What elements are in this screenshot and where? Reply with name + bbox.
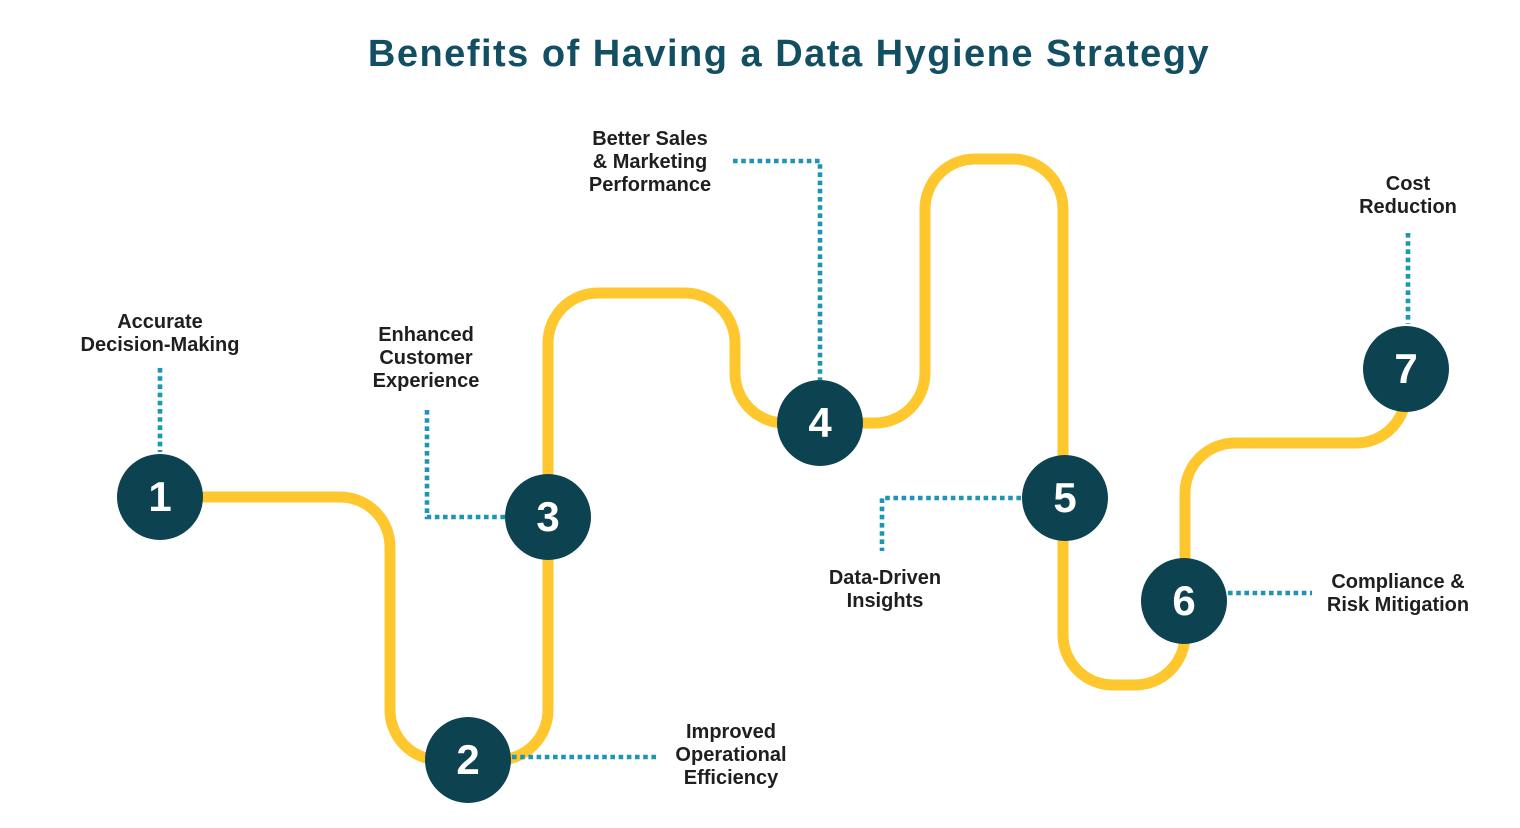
step-label-6-line-2: Risk Mitigation <box>1326 594 1470 616</box>
step-label-5-line-1: Data-Driven <box>828 567 942 589</box>
step-circle-5: 5 <box>1022 455 1108 541</box>
step-label-1: Accurate Decision-Making <box>81 311 240 357</box>
step-label-3-line-1: Enhanced <box>378 324 474 346</box>
journey-path <box>160 153 1412 766</box>
step-label-6-line-1: Compliance & <box>1331 571 1465 593</box>
step-label-7-line-2: Reduction <box>1359 196 1457 218</box>
step-circle-4: 4 <box>777 380 863 466</box>
step-circle-1: 1 <box>117 454 203 540</box>
step-label-2-line-3: Efficiency <box>683 767 779 789</box>
step-circle-7: 7 <box>1363 326 1449 412</box>
connector-line-5 <box>879 495 1021 551</box>
step-label-4: Better Sales & Marketing Performance <box>589 128 711 197</box>
step-label-1-line-2: Decision-Making <box>80 334 240 356</box>
step-label-7: Cost Reduction <box>1359 173 1457 219</box>
step-label-3: Enhanced Customer Experience <box>373 324 480 393</box>
step-label-3-line-2: Customer <box>379 347 473 369</box>
step-circle-3: 3 <box>505 474 591 560</box>
step-label-7-line-1: Cost <box>1385 173 1431 195</box>
step-label-4-line-3: Performance <box>588 174 712 196</box>
step-label-2-line-1: Improved <box>685 721 777 743</box>
page-title: Benefits of Having a Data Hygiene Strate… <box>367 33 1211 75</box>
step-label-2: Improved Operational Efficiency <box>675 721 786 790</box>
step-label-4-line-2: & Marketing <box>592 151 708 173</box>
step-label-2-line-2: Operational <box>675 744 787 766</box>
step-label-6: Compliance & Risk Mitigation <box>1327 571 1469 617</box>
connector-line-4 <box>733 158 823 380</box>
step-label-4-line-1: Better Sales <box>592 128 708 150</box>
step-circle-2: 2 <box>425 717 511 803</box>
connector-line-3 <box>424 408 505 520</box>
step-label-5-line-2: Insights <box>846 590 924 612</box>
step-circle-6: 6 <box>1141 558 1227 644</box>
step-label-1-line-1: Accurate <box>117 311 203 333</box>
step-label-3-line-3: Experience <box>372 370 480 392</box>
step-label-5: Data-Driven Insights <box>829 567 941 613</box>
